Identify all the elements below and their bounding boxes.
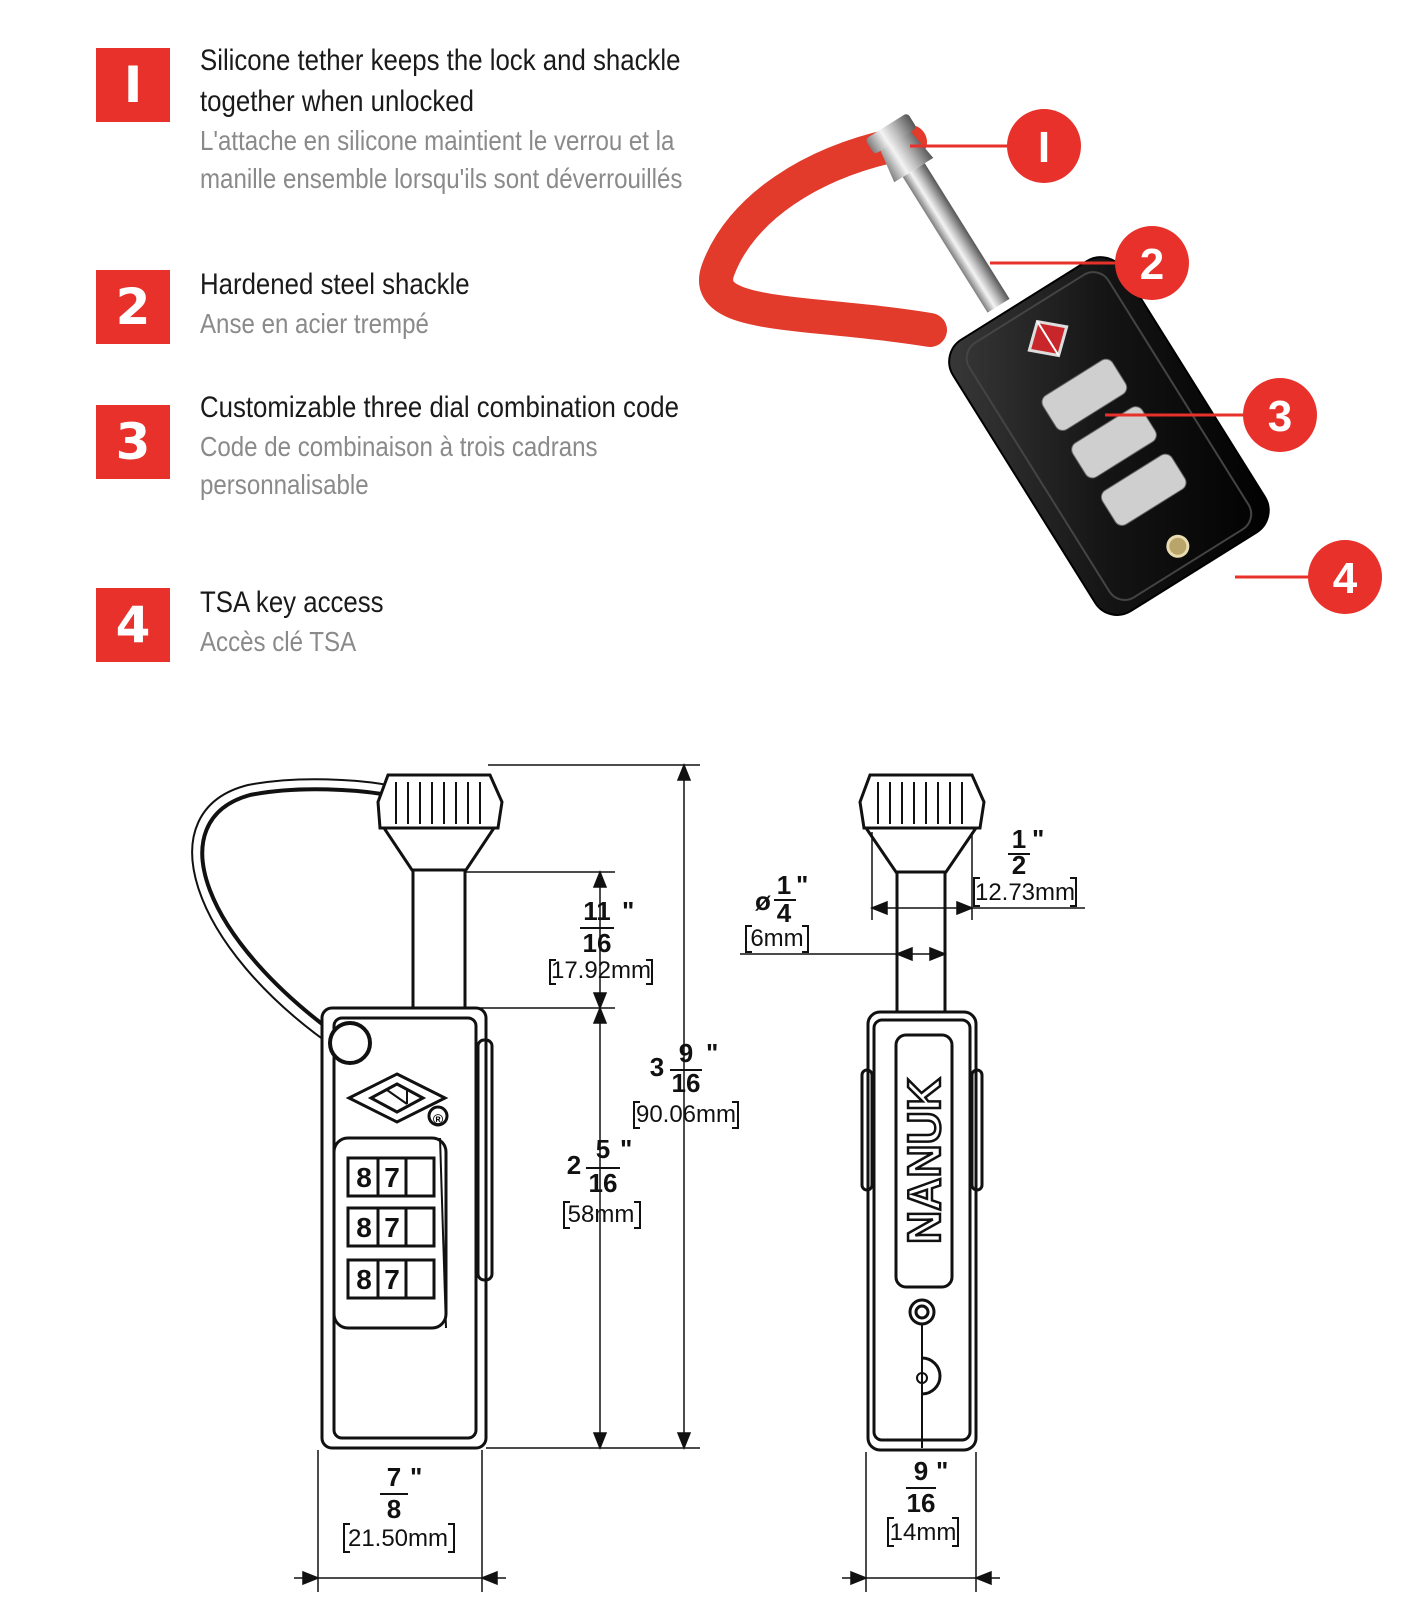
silicone-tether (699, 125, 947, 347)
svg-text:7: 7 (387, 1462, 401, 1492)
dial-row: 8 7 (346, 1258, 436, 1300)
svg-text:1: 1 (1012, 824, 1026, 854)
dim-diameter: ø 1 " 4 6mm (745, 870, 809, 953)
svg-text:11: 11 (583, 896, 611, 926)
callout-label: 2 (1140, 240, 1164, 289)
svg-text:3: 3 (650, 1052, 664, 1082)
registered-mark: ® (433, 1111, 444, 1127)
svg-text:14mm: 14mm (890, 1519, 957, 1546)
front-tether-knob (328, 1021, 372, 1065)
callout-2: 2 (1115, 226, 1189, 300)
svg-text:16: 16 (907, 1488, 936, 1518)
diameter-icon: ø (755, 886, 771, 916)
inch-mark: " (796, 870, 808, 900)
technical-drawing: 8 7 8 7 8 7 ® NANUK (191, 762, 1085, 1592)
inch-mark: " (1032, 824, 1044, 854)
tsa-logo-icon (1027, 319, 1069, 358)
callout-1: I (1007, 109, 1081, 183)
dim-shackle-clearance: 11 " 16 17.92mm (549, 896, 653, 985)
svg-text:9: 9 (914, 1456, 928, 1486)
dial-digit: 8 (356, 1162, 372, 1193)
callout-4: 4 (1308, 540, 1382, 614)
dial-rows: 8 7 8 7 8 7 (346, 1156, 436, 1300)
inch-mark: " (620, 1134, 632, 1164)
brand-plate (894, 1033, 954, 1289)
svg-text:6mm: 6mm (750, 925, 803, 952)
dim-body-height: 2 5 " 16 58mm (563, 1134, 641, 1229)
dial-row: 8 7 (346, 1156, 436, 1198)
brand-name: NANUK (898, 1078, 950, 1244)
combination-dials (1041, 358, 1187, 526)
registered-mark-circle (427, 1105, 449, 1127)
feature-badge: I (96, 48, 170, 122)
steel-shackle (866, 114, 1010, 313)
svg-text:5: 5 (596, 1134, 610, 1164)
feature-title-fr: Anse en acier trempé (200, 308, 429, 339)
svg-text:17.92mm: 17.92mm (551, 957, 651, 984)
inch-mark: " (622, 896, 634, 926)
dial-digit: 7 (384, 1264, 400, 1295)
svg-text:2: 2 (567, 1150, 581, 1180)
svg-text:9: 9 (679, 1038, 693, 1068)
dial-digit: 7 (384, 1162, 400, 1193)
feature-title-fr: Code de combinaison à trois cadrans pers… (200, 431, 598, 500)
svg-text:1: 1 (777, 870, 791, 900)
dim-cap-width: 1 " 2 12.73mm (973, 824, 1077, 907)
callout-3: 3 (1243, 378, 1317, 452)
feature-title: Silicone tether keeps the lock and shack… (200, 44, 681, 118)
svg-text:21.50mm: 21.50mm (348, 1525, 448, 1552)
lock-product-illustration: I 2 3 4 (699, 109, 1382, 616)
svg-text:8: 8 (387, 1494, 401, 1524)
svg-text:58mm: 58mm (568, 1201, 635, 1228)
callout-label: I (1038, 123, 1050, 172)
front-shackle (411, 868, 467, 1012)
dial-digit: 7 (384, 1212, 400, 1243)
feature-title: Customizable three dial combination code (200, 391, 680, 424)
dial-digit: 8 (356, 1264, 372, 1295)
feature-title: Hardened steel shackle (200, 268, 470, 301)
tsa-keyhole (1166, 534, 1190, 558)
side-shackle-cap (858, 773, 986, 874)
tsa-logo-icon (345, 1072, 449, 1124)
dim-total-height: 3 9 " 16 90.06mm (633, 1038, 739, 1129)
dial-row: 8 7 (346, 1206, 436, 1248)
inch-mark: " (706, 1038, 718, 1068)
inch-mark: " (410, 1462, 422, 1492)
inch-mark: " (936, 1456, 948, 1486)
svg-text:16: 16 (583, 928, 612, 958)
front-shackle-cap (376, 773, 504, 872)
dim-depth: 9 " 16 14mm (887, 1456, 959, 1547)
feature-badge: 3 (96, 405, 170, 479)
callout-label: 3 (1268, 392, 1292, 441)
dial-digit: 8 (356, 1212, 372, 1243)
feature-badge: 4 (96, 588, 170, 662)
feature-title: TSA key access (200, 586, 384, 619)
svg-text:16: 16 (672, 1068, 701, 1098)
dim-width: 7 " 8 21.50mm (343, 1462, 455, 1553)
svg-text:12.73mm: 12.73mm (975, 879, 1075, 906)
svg-text:16: 16 (589, 1168, 618, 1198)
feature-badge: 2 (96, 270, 170, 344)
front-tether (200, 787, 389, 1045)
feature-title-fr: L'attache en silicone maintient le verro… (200, 125, 683, 194)
lock-body (948, 256, 1270, 616)
callout-label: 4 (1333, 554, 1358, 603)
feature-title-fr: Accès clé TSA (200, 626, 357, 657)
svg-text:90.06mm: 90.06mm (636, 1101, 736, 1128)
side-shackle (895, 870, 947, 1014)
svg-text:2: 2 (1012, 850, 1026, 880)
svg-text:4: 4 (777, 898, 792, 928)
